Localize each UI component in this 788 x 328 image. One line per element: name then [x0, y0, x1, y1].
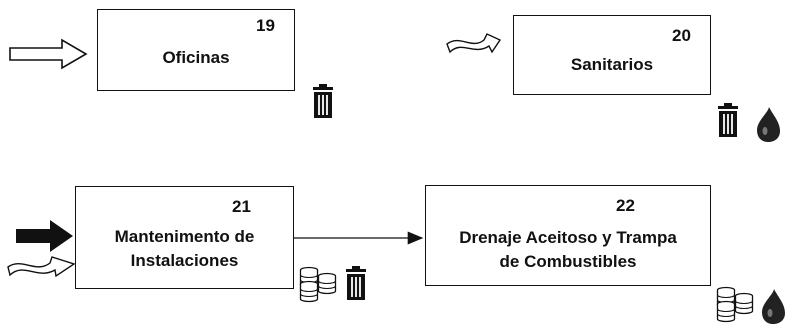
barrel-stack-icon [301, 268, 336, 302]
barrel-stack-icon [718, 288, 753, 322]
oil-drop-icon [757, 107, 780, 142]
process-box-sanitarios: 20 Sanitarios [513, 15, 711, 95]
box-number: 21 [232, 197, 251, 216]
box-number: 22 [616, 196, 635, 215]
hollow-arrow-icon [9, 38, 88, 70]
process-box-oficinas: 19 Oficinas [97, 9, 295, 91]
box-label: Mantenimento de Instalaciones [114, 227, 255, 270]
box-number: 20 [672, 26, 691, 45]
solid-arrow-icon [16, 220, 73, 252]
process-box-drenaje: 22 Drenaje Aceitoso y Trampa de Combusti… [425, 185, 711, 286]
trash-can-icon [312, 83, 334, 119]
wavy-arrow-icon [7, 256, 76, 278]
box-label: Sanitarios [570, 55, 654, 74]
oil-drop-icon [762, 289, 785, 324]
box-number: 19 [256, 16, 275, 35]
wavy-arrow-icon [446, 33, 502, 54]
box-label: Drenaje Aceitoso y Trampa de Combustible… [459, 228, 677, 271]
trash-can-icon [717, 102, 739, 138]
process-box-mantenimiento: 21 Mantenimento de Instalaciones [75, 186, 294, 289]
box-label: Oficinas [162, 48, 230, 67]
trash-can-icon [345, 265, 367, 301]
